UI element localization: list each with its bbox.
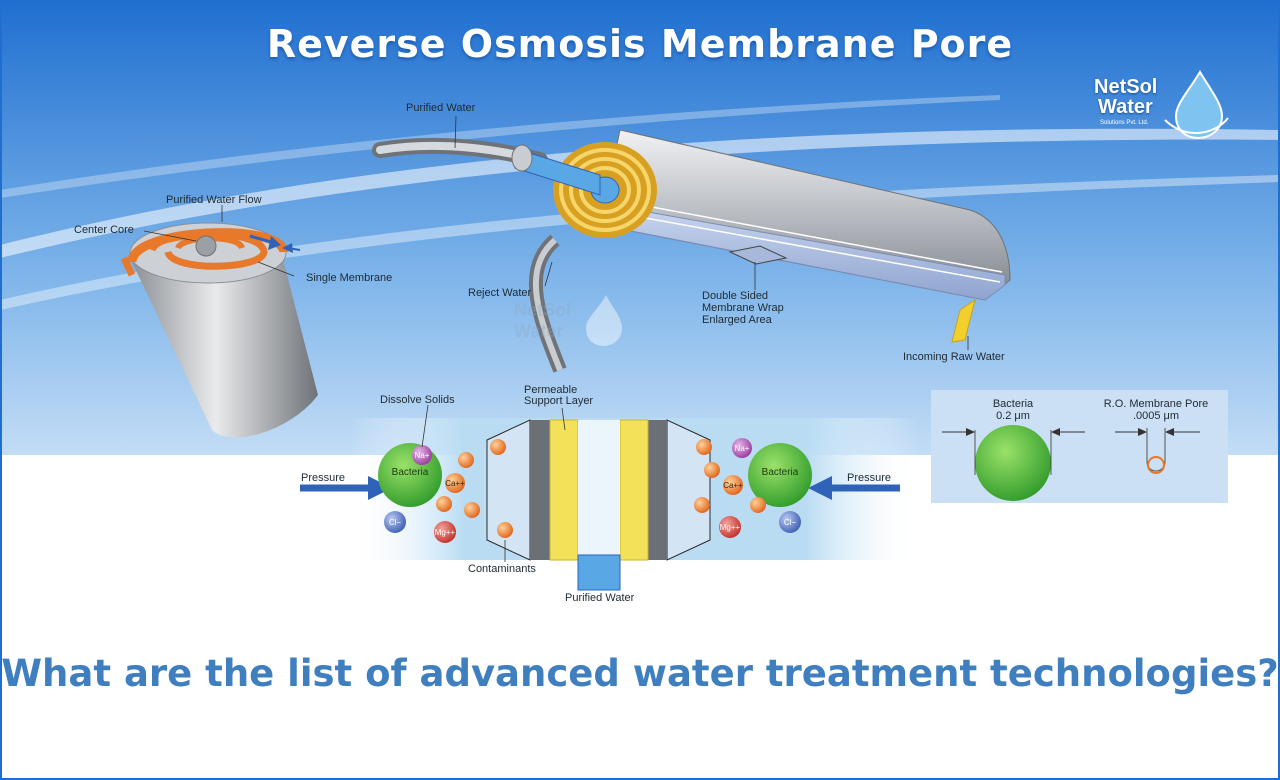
label-support-layer: Support Layer: [524, 395, 594, 407]
label-permeable: Permeable: [524, 384, 578, 396]
ion-mg-left: Mg++: [434, 528, 456, 537]
ion-na-left: Na+: [414, 451, 430, 460]
size-comparison-box: [931, 390, 1228, 503]
label-enlarged-area: Enlarged Area: [702, 314, 772, 326]
ion-ca-right: Ca++: [723, 481, 743, 490]
ion-cl-left: Cl−: [388, 518, 402, 527]
label-pressure-right: Pressure: [847, 472, 892, 484]
label-dissolve-solids: Dissolve Solids: [380, 394, 455, 406]
label-double-sided: Double Sided: [702, 290, 769, 302]
label-membrane-wrap: Membrane Wrap: [702, 302, 784, 314]
bacteria-label-left: Bacteria: [391, 467, 429, 478]
page-title: Reverse Osmosis Membrane Pore: [266, 22, 1014, 66]
label-purified-water-top: Purified Water: [406, 102, 476, 114]
logo-line-2: Water: [1098, 96, 1153, 118]
bacteria-label-right: Bacteria: [761, 467, 799, 478]
label-pressure-left: Pressure: [301, 472, 346, 484]
ion-na-right: Na+: [734, 444, 750, 453]
logo-droplet-icon: [1174, 70, 1224, 140]
company-logo: NetSol Water Solutions Pvt. Ltd.: [1094, 76, 1224, 136]
label-center-core: Center Core: [74, 224, 134, 236]
label-purified-water-flow: Purified Water Flow: [166, 194, 262, 206]
question-heading: What are the list of advanced water trea…: [1, 652, 1279, 695]
logo-tagline: Solutions Pvt. Ltd.: [1100, 120, 1149, 126]
size-bacteria-label: Bacteria: [992, 398, 1034, 410]
label-reject-water: Reject Water: [468, 287, 532, 299]
logo-swoosh: [1164, 117, 1229, 134]
label-purified-water-bottom: Purified Water: [565, 592, 635, 604]
ion-ca-left: Ca++: [445, 479, 465, 488]
watermark-droplet-icon: [586, 295, 622, 346]
logo-line-1: NetSol: [1094, 76, 1158, 98]
label-contaminants: Contaminants: [468, 563, 536, 575]
membrane-cross-section: [300, 404, 920, 591]
size-bacteria-value: 0.2 μm: [996, 410, 1030, 422]
ion-cl-right: Cl−: [783, 518, 797, 527]
label-incoming-raw-water: Incoming Raw Water: [903, 351, 1005, 363]
ion-mg-right: Mg++: [719, 523, 741, 532]
watermark-line-1: NetSol: [514, 300, 572, 320]
watermark-line-2: Water: [514, 321, 564, 341]
spiral-membrane-illustration: [120, 205, 318, 438]
ro-membrane-cartridge: [372, 115, 1011, 373]
watermark: NetSol Water: [514, 300, 571, 342]
size-pore-value: .0005 μm: [1132, 410, 1180, 422]
label-single-membrane: Single Membrane: [306, 272, 393, 284]
size-pore-label: R.O. Membrane Pore: [1103, 398, 1209, 410]
